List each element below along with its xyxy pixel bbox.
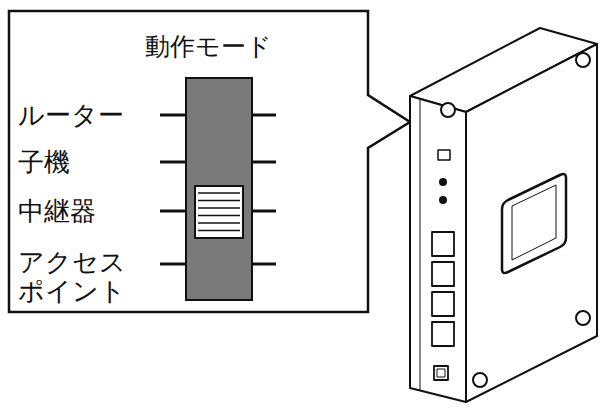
router-device [410, 28, 597, 402]
mode-label: ルーター [18, 101, 124, 130]
mode-label: 子機 [18, 148, 70, 177]
mode-label: アクセス ポイント [18, 248, 130, 305]
switch-ticks [160, 115, 276, 264]
mode-switch [186, 78, 252, 300]
switch-title: 動作モード [145, 33, 272, 61]
mode-label: 中継器 [18, 197, 96, 226]
callout-bubble [9, 11, 410, 312]
switch-knob [195, 186, 243, 238]
knob-stripes [198, 193, 240, 231]
